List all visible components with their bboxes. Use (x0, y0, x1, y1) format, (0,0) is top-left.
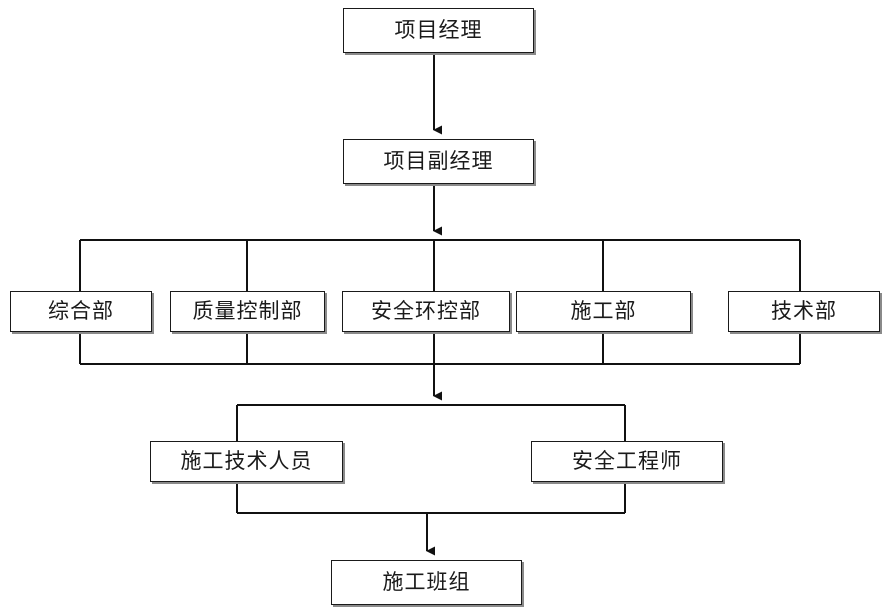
node-deputy-project-manager[interactable]: 项目副经理 (343, 139, 534, 184)
node-label-deputy-project-manager: 项目副经理 (383, 149, 494, 173)
node-label-safety-environment-control-department: 安全环控部 (371, 299, 481, 323)
node-label-construction-team: 施工班组 (382, 570, 471, 594)
node-technical-department[interactable]: 技术部 (728, 291, 880, 332)
node-quality-control-department[interactable]: 质量控制部 (170, 291, 325, 332)
node-general-department[interactable]: 综合部 (10, 291, 152, 332)
node-label-general-department: 综合部 (48, 299, 114, 323)
node-label-construction-department: 施工部 (570, 299, 637, 323)
node-safety-environment-control-department[interactable]: 安全环控部 (342, 291, 510, 332)
node-label-technical-department: 技术部 (771, 299, 837, 323)
node-construction-technical-staff[interactable]: 施工技术人员 (150, 441, 343, 482)
node-label-construction-technical-staff: 施工技术人员 (180, 449, 313, 473)
node-safety-engineer[interactable]: 安全工程师 (531, 441, 723, 482)
node-project-manager[interactable]: 项目经理 (343, 8, 534, 53)
node-construction-team[interactable]: 施工班组 (331, 560, 522, 605)
node-construction-department[interactable]: 施工部 (516, 291, 691, 332)
node-label-project-manager: 项目经理 (394, 18, 483, 42)
node-label-safety-engineer: 安全工程师 (572, 449, 682, 473)
node-label-quality-control-department: 质量控制部 (192, 299, 303, 323)
